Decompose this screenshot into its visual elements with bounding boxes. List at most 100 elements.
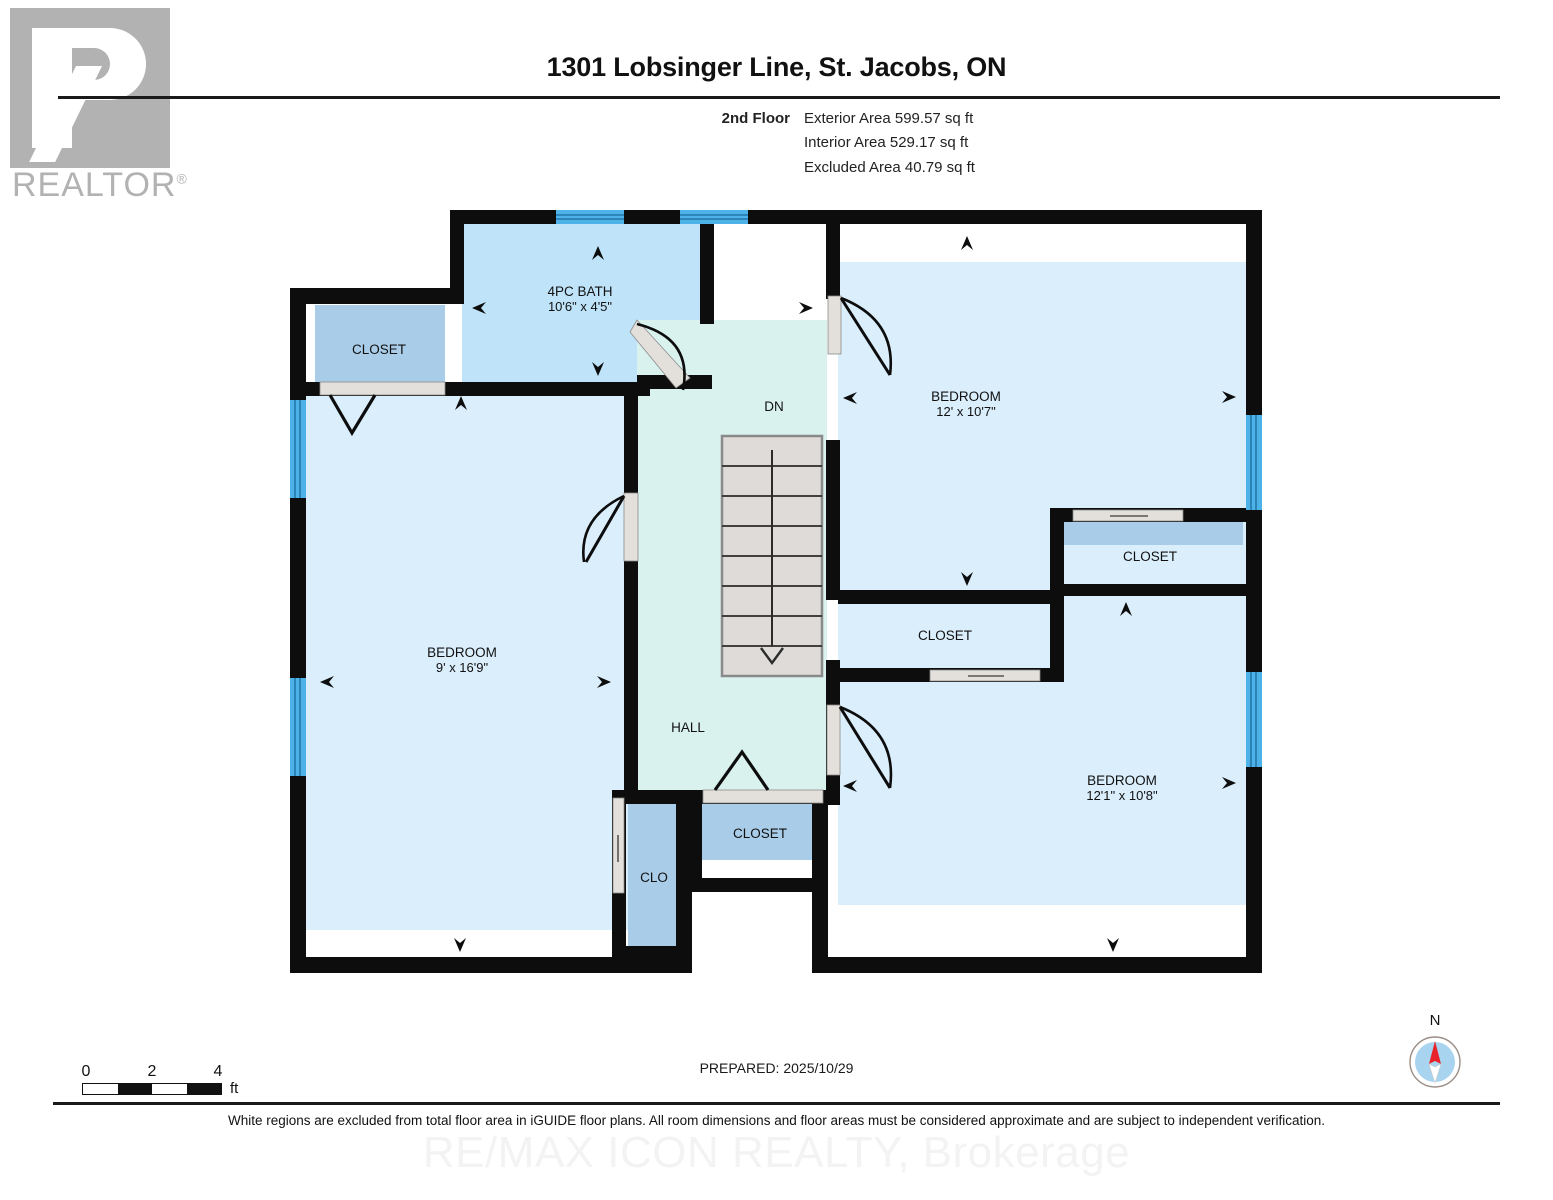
compass-rose: N — [1400, 1012, 1470, 1097]
wall-hall-right-mid — [826, 440, 840, 600]
wall-outer-bottom-left — [290, 957, 690, 973]
arrow-down-left-bedroom — [454, 938, 466, 952]
arrow-down-bath — [592, 362, 604, 376]
wall-closet-top — [290, 288, 464, 304]
excluded-area: Excluded Area 40.79 sq ft — [804, 158, 975, 176]
window-left-2 — [290, 678, 306, 776]
room-label-bedroom-topright-dims: 12' x 10'7" — [936, 404, 996, 419]
arrow-up-bath — [592, 246, 604, 260]
door-sill-closet-topleft — [319, 381, 446, 396]
room-fill-clo-small — [628, 800, 678, 950]
scale-tick-4: 4 — [213, 1063, 223, 1080]
room-label-closet-right-upper: CLOSET — [1123, 549, 1177, 564]
wall-hall-right-upper — [826, 224, 840, 299]
arrow-right-bath — [799, 302, 813, 314]
room-fill-closet-topleft — [315, 305, 445, 390]
window-right-1 — [1246, 415, 1262, 510]
wall-clo-bottom — [612, 946, 692, 962]
arrow-right-bedroom-topright — [1222, 391, 1236, 403]
room-label-clo: CLO — [640, 870, 668, 885]
realtor-wordmark: REALTOR® — [12, 166, 188, 205]
arrow-right-bedroom-left — [597, 676, 611, 688]
wall-hall-left-upper — [624, 390, 638, 495]
wall-left-closet-bottom — [290, 382, 320, 396]
wall-hall-left-lower — [624, 560, 638, 800]
room-label-hall: HALL — [671, 720, 705, 735]
prepared-date: PREPARED: 2025/10/29 — [699, 1060, 854, 1076]
room-label-bedroom-left-dims: 9' x 16'9" — [436, 660, 489, 675]
registered-mark: ® — [176, 170, 188, 187]
room-fill-bedroom-bottomright — [838, 600, 1248, 930]
door-group — [319, 295, 1184, 894]
room-labels: 4PC BATH 10'6" x 4'5" CLOSET BEDROOM 12'… — [352, 284, 1177, 885]
window-group — [290, 210, 1262, 776]
excluded-area-topright-bedroom — [838, 222, 1248, 262]
arrow-right-bedroom-bottomright — [1222, 777, 1236, 789]
header-divider — [58, 96, 1500, 99]
room-label-closet-center: CLOSET — [733, 826, 787, 841]
wall-bath-left — [450, 210, 464, 295]
door-swing-bedroom-topright — [840, 296, 893, 376]
room-label-closet-mid: CLOSET — [918, 628, 972, 643]
wall-center-closet-left — [688, 790, 702, 885]
wall-top-bath — [450, 210, 830, 224]
arrow-left-bedroom-bottomright — [843, 780, 857, 792]
arrow-left-bath — [472, 302, 486, 314]
compass-north-label: N — [1429, 1012, 1441, 1029]
scale-tick-2: 2 — [147, 1063, 157, 1080]
scale-seg-2 — [117, 1084, 152, 1094]
exterior-area: Exterior Area 599.57 sq ft — [804, 110, 974, 127]
door-swing-bedroom-bottomright — [839, 705, 893, 789]
floor-label: 2nd Floor — [721, 110, 790, 127]
scale-bar-ticks: 0 2 4 — [81, 1063, 223, 1083]
door-swing-closet-center — [713, 749, 770, 791]
wall-closet-mid-right — [1050, 590, 1064, 682]
scale-tick-0: 0 — [81, 1063, 91, 1080]
wall-closet-right-bottom — [1050, 584, 1250, 596]
interior-area: Interior Area 529.17 sq ft — [804, 134, 969, 152]
arrow-up-bedroom-topright — [961, 236, 973, 250]
room-label-bedroom-left-name: BEDROOM — [427, 645, 497, 660]
view-direction-arrows — [320, 236, 1236, 952]
door-sill-closet-center — [702, 789, 824, 804]
wall-closet-right-left — [1050, 508, 1064, 590]
wall-closet-mid-top — [838, 590, 1063, 604]
door-sill-bath — [629, 319, 691, 389]
wall-outer-bottom-right — [812, 957, 1262, 973]
page-title: 1301 Lobsinger Line, St. Jacobs, ON — [546, 52, 1007, 82]
wall-top-right — [830, 210, 1250, 224]
door-sill-bedroom-bottomright — [826, 704, 841, 776]
scale-seg-1 — [83, 1084, 118, 1094]
room-label-bedroom-bottomright-name: BEDROOM — [1087, 773, 1157, 788]
door-sill-bedroom-topright — [827, 295, 842, 355]
scale-unit-label: ft — [230, 1080, 239, 1097]
wall-bottom-center-h — [676, 878, 826, 892]
room-label-bath-name: 4PC BATH — [547, 284, 612, 299]
wall-clo-right — [676, 790, 690, 960]
door-swing-bedroom-left — [582, 494, 625, 563]
room-label-bedroom-bottomright-dims: 12'1" x 10'8" — [1086, 788, 1158, 803]
room-label-closet-topleft: CLOSET — [352, 342, 406, 357]
area-summary: 2nd Floor Exterior Area 599.57 sq ft Int… — [700, 110, 1200, 190]
stairs — [720, 434, 824, 678]
wall-bath-right — [700, 224, 714, 324]
window-top-1 — [556, 210, 624, 224]
stairs-direction-label: DN — [764, 399, 784, 414]
disclaimer-text: White regions are excluded from total fl… — [227, 1113, 1326, 1128]
room-fill-hall — [637, 320, 707, 793]
scale-bar-graphic — [82, 1083, 222, 1095]
wall-bottom-center-right — [812, 878, 828, 973]
window-right-2 — [1246, 672, 1262, 767]
scale-seg-4 — [186, 1084, 221, 1094]
arrow-left-bedroom-topright — [843, 392, 857, 404]
arrow-down-bedroom-bottomright — [1107, 938, 1119, 952]
wall-center-closet-right — [812, 790, 828, 885]
arrow-left-bedroom-left — [320, 676, 334, 688]
excluded-area-bottomright-bedroom — [838, 905, 1248, 965]
room-label-bath-dims: 10'6" x 4'5" — [548, 299, 612, 314]
room-fill-bedroom-left — [300, 390, 635, 935]
realtor-logo: REALTOR® — [10, 8, 188, 208]
compass-graphic — [1409, 1036, 1461, 1088]
